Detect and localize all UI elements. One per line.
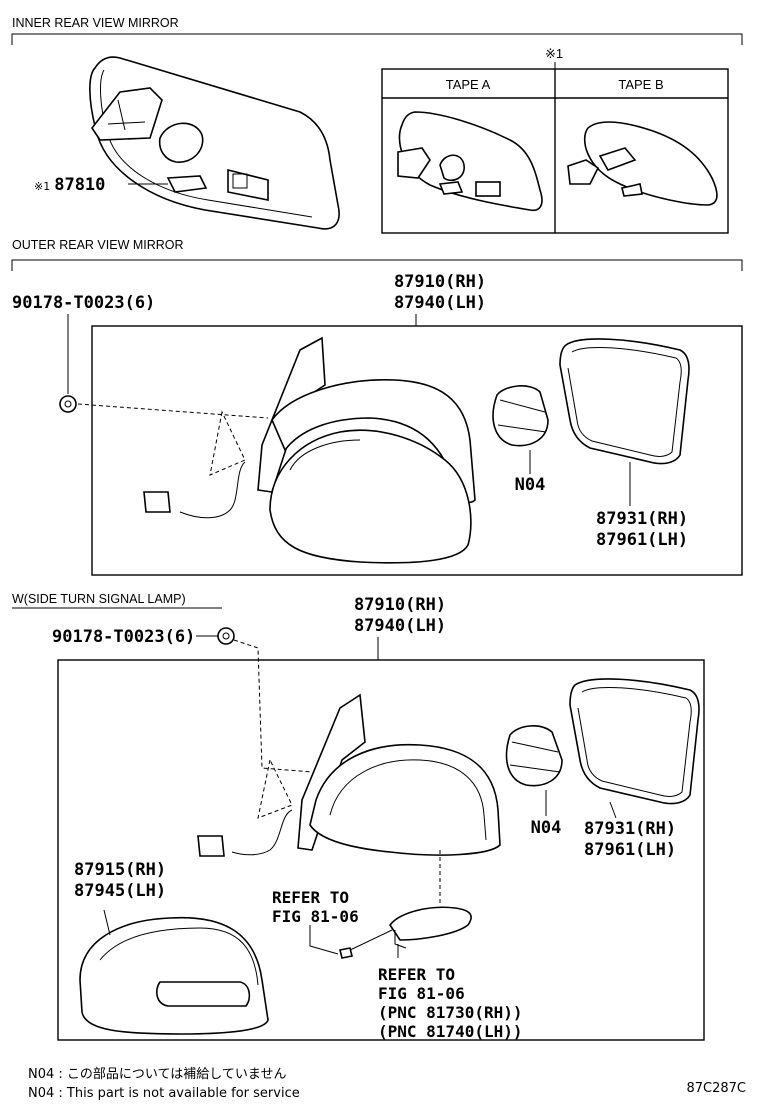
assy-rh-turn: 87910(RH) [354,595,446,615]
bolt-outer: 90178-T0023(6) [12,293,155,313]
refer-note-2-line3: (PNC 81730(RH)) [378,1003,523,1022]
cover-lh-turn: 87945(LH) [74,881,166,901]
refer-note-2-line2: FIG 81-06 [378,984,465,1003]
callout-mark: ※1 [545,46,563,61]
turn-signal-mirror-illustration [79,627,700,1035]
motor-turn: N04 [531,818,562,838]
tape-b-label: TAPE B [618,77,663,92]
bolt-turn: 90178-T0023(6) [52,627,195,647]
section-title-turn-signal: W(SIDE TURN SIGNAL LAMP) [12,592,186,606]
part-mark-inner: ※1 [34,180,50,193]
outer-mirror-illustration [59,336,690,564]
figure-code: 87C287C [686,1081,746,1096]
glass-lh-turn: 87961(LH) [584,840,676,860]
glass-lh-outer: 87961(LH) [596,530,688,550]
section-bracket-outer [11,259,743,271]
inner-mirror-illustration [89,56,340,230]
part-number-87810: 87810 [54,175,105,195]
section-title-inner: INNER REAR VIEW MIRROR [12,16,179,30]
glass-rh-turn: 87931(RH) [584,819,676,839]
glass-rh-outer: 87931(RH) [596,509,688,529]
assy-lh-outer: 87940(LH) [394,293,486,313]
tape-a-illustration [397,111,543,212]
refer-note-1-line2: FIG 81-06 [272,907,359,926]
motor-outer: N04 [515,475,546,495]
assy-lh-turn: 87940(LH) [354,616,446,636]
outer-mirror-box [91,325,743,576]
refer-note-2-line1: REFER TO [378,965,455,984]
footnote-japanese: N04 : この部品については補給していません [28,1067,286,1082]
refer-note-2-line4: (PNC 81740(LH)) [378,1022,523,1041]
section-title-outer: OUTER REAR VIEW MIRROR [12,238,184,252]
tape-a-label: TAPE A [446,77,491,92]
section-bracket-inner [11,33,743,45]
turn-signal-mirror-box [57,659,705,1041]
refer-note-1-line1: REFER TO [272,888,349,907]
assy-rh-outer: 87910(RH) [394,272,486,292]
footnote-english: N04 : This part is not available for ser… [28,1086,300,1101]
tape-b-illustration [567,121,718,206]
cover-rh-turn: 87915(RH) [74,860,166,880]
